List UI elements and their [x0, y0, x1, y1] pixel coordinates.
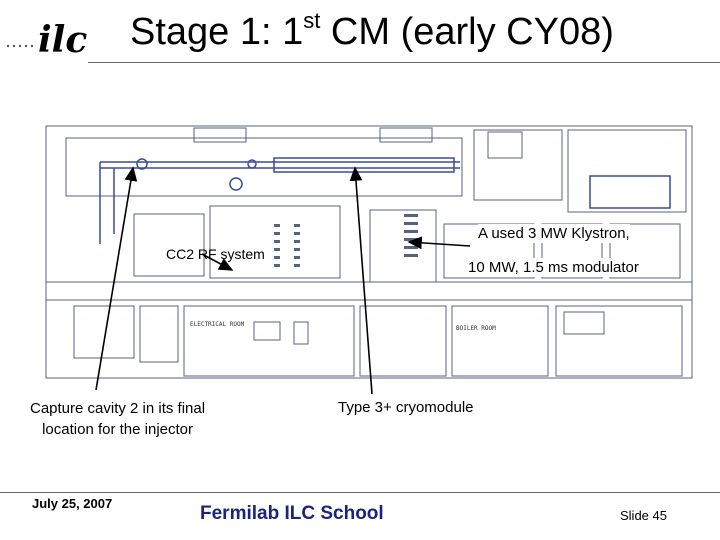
callout-modulator: 10 MW, 1.5 ms modulator [468, 258, 639, 277]
title-prefix: Stage 1: 1 [130, 11, 304, 53]
slide-number: Slide 45 [620, 508, 667, 523]
electrical-room-label: ELECTRICAL ROOM [190, 321, 245, 328]
callout-cryomodule: Type 3+ cryomodule [338, 398, 474, 417]
callout-capture-line-1: Capture cavity 2 in its final [30, 400, 206, 417]
boiler-room-label: BOILER ROOM [456, 325, 496, 332]
ilc-logo: ilc [6, 19, 87, 58]
floor-plan-drawing: ELECTRICAL ROOM BOILER ROOM [45, 125, 693, 379]
callout-capture-cavity: Capture cavity 2 in its final location f… [30, 398, 206, 440]
callout-capture-line-2: location for the injector [42, 421, 193, 438]
title-divider [88, 62, 720, 63]
title-suffix: CM (early CY08) [320, 11, 614, 53]
footer-divider [0, 492, 720, 493]
title-superscript: st [303, 8, 321, 33]
callout-klystron: A used 3 MW Klystron, [478, 224, 630, 243]
logo-text: ilc [38, 19, 87, 58]
footer-date: July 25, 2007 [32, 496, 113, 511]
callout-cc2-rf-system: CC2 RF system [166, 246, 265, 262]
footer-school: Fermilab ILC School [200, 503, 384, 524]
slide-title: Stage 1: 1st CM (early CY08) [130, 8, 690, 56]
